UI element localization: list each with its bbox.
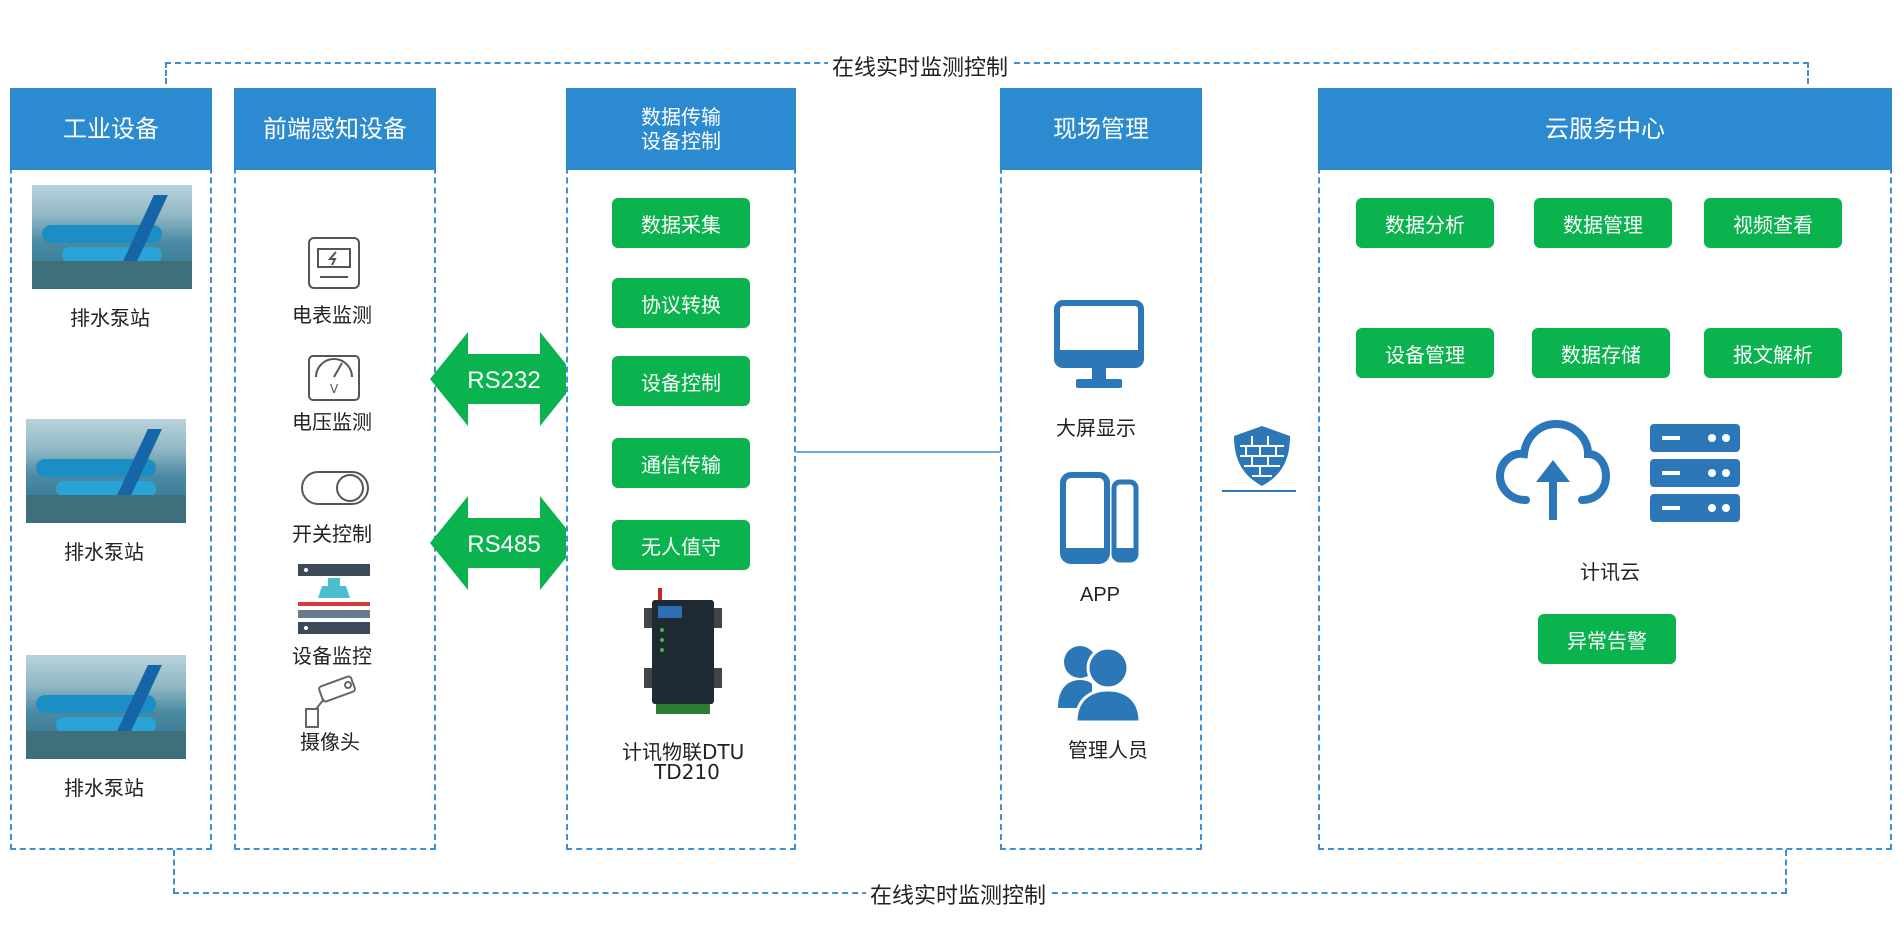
cloud-column: 云服务中心 数据分析 数据管理 视频查看 设备管理 数据存储 报文解析 计讯云 … bbox=[1318, 88, 1892, 850]
message-parse-button[interactable]: 报文解析 bbox=[1704, 328, 1842, 378]
cloud-header: 云服务中心 bbox=[1318, 88, 1892, 170]
electric-meter-label: 电表监测 bbox=[292, 303, 372, 327]
sensing-header: 前端感知设备 bbox=[234, 88, 436, 170]
server-icon bbox=[1650, 424, 1740, 522]
top-loop-label: 在线实时监测控制 bbox=[828, 50, 1013, 82]
device-management-button[interactable]: 设备管理 bbox=[1356, 328, 1494, 378]
unattended-button[interactable]: 无人值守 bbox=[612, 520, 750, 570]
svg-text:V: V bbox=[330, 382, 339, 396]
device-control-button[interactable]: 设备控制 bbox=[612, 356, 750, 406]
data-collection-button[interactable]: 数据采集 bbox=[612, 198, 750, 248]
pump-station-photo bbox=[26, 655, 186, 759]
protocol-conversion-button[interactable]: 协议转换 bbox=[612, 278, 750, 328]
equipment-monitor-label: 设备监控 bbox=[292, 644, 372, 668]
site-column: 现场管理 大屏显示 APP 管理人员 bbox=[1000, 88, 1202, 850]
industrial-header: 工业设备 bbox=[10, 88, 212, 170]
video-view-button[interactable]: 视频查看 bbox=[1704, 198, 1842, 248]
equipment-monitor-icon bbox=[298, 564, 370, 634]
app-label: APP bbox=[1080, 584, 1121, 606]
camera-label: 摄像头 bbox=[300, 730, 360, 754]
communication-button[interactable]: 通信传输 bbox=[612, 438, 750, 488]
firewall-connector-line bbox=[1222, 490, 1296, 492]
pump-station-photo bbox=[26, 419, 186, 523]
electric-meter-icon bbox=[308, 237, 360, 289]
rs485-label: RS485 bbox=[467, 531, 540, 558]
mobile-phones-icon bbox=[1060, 472, 1139, 564]
pump-station-label: 排水泵站 bbox=[64, 540, 144, 564]
data-management-button[interactable]: 数据管理 bbox=[1534, 198, 1672, 248]
sensing-column: 前端感知设备 电表监测 V 电压监测 开关控制 设备监控 摄像头 bbox=[234, 88, 436, 850]
switch-control-label: 开关控制 bbox=[292, 522, 372, 546]
dtu-device-icon bbox=[644, 588, 722, 714]
transmission-header-line1: 数据传输 bbox=[641, 105, 721, 129]
managers-icon bbox=[1058, 646, 1140, 722]
connector-line bbox=[796, 451, 1002, 453]
transmission-header-line2: 设备控制 bbox=[641, 129, 721, 153]
transmission-column: 数据传输 设备控制 数据采集 协议转换 设备控制 通信传输 无人值守 计讯物联D… bbox=[566, 88, 796, 850]
cloud-name-label: 计讯云 bbox=[1580, 560, 1640, 584]
bottom-loop-label: 在线实时监测控制 bbox=[866, 878, 1051, 910]
industrial-column: 工业设备 排水泵站 排水泵站 排水泵站 bbox=[10, 88, 212, 850]
pump-station-photo bbox=[32, 185, 192, 289]
camera-icon bbox=[305, 675, 356, 728]
monitor-icon bbox=[1054, 300, 1144, 388]
data-analysis-button[interactable]: 数据分析 bbox=[1356, 198, 1494, 248]
toggle-switch-icon bbox=[301, 471, 369, 505]
rs485-arrow: RS485 bbox=[430, 496, 578, 590]
dtu-model-label: TD210 bbox=[654, 760, 720, 784]
pump-station-label: 排水泵站 bbox=[70, 306, 150, 330]
data-storage-button[interactable]: 数据存储 bbox=[1532, 328, 1670, 378]
rs232-arrow: RS232 bbox=[430, 332, 578, 426]
dtu-name-label: 计讯物联DTU bbox=[622, 740, 745, 764]
big-screen-label: 大屏显示 bbox=[1056, 416, 1136, 440]
firewall-shield-icon bbox=[1234, 426, 1290, 486]
cloud-upload-icon bbox=[1496, 420, 1610, 520]
rs232-label: RS232 bbox=[467, 367, 540, 394]
managers-label: 管理人员 bbox=[1068, 738, 1148, 762]
site-header: 现场管理 bbox=[1000, 88, 1202, 170]
pump-station-label: 排水泵站 bbox=[64, 776, 144, 800]
abnormal-alarm-button[interactable]: 异常告警 bbox=[1538, 614, 1676, 664]
voltage-monitor-label: 电压监测 bbox=[292, 410, 372, 434]
transmission-header: 数据传输 设备控制 bbox=[566, 88, 796, 170]
voltmeter-icon: V bbox=[308, 355, 360, 401]
